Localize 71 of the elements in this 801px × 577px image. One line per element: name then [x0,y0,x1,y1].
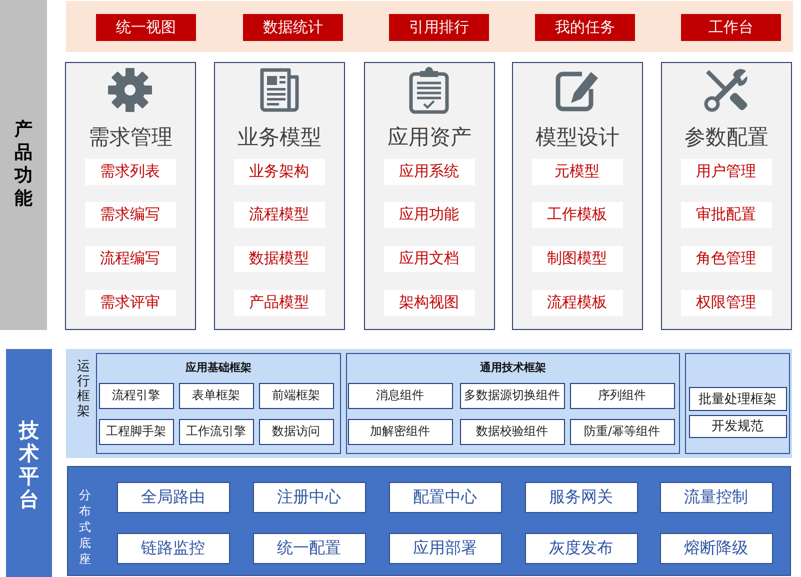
service-box: 链路监控 [116,532,230,564]
component-box: 数据校验组件 [460,418,564,444]
menu-button: 我的任务 [535,14,635,41]
feature-box: 需求评审 [84,290,176,316]
component-box: 防重/幂等组件 [570,418,674,444]
feature-box: 数据模型 [234,246,324,272]
service-box: 灰度发布 [524,532,638,564]
feature-box: 元模型 [532,158,622,184]
category-band: 技术平台 [6,349,52,577]
component-box: 消息组件 [348,382,452,408]
module-panel [512,62,643,330]
service-box: 熔断降级 [660,532,772,564]
component-box: 序列组件 [570,382,674,408]
feature-box: 应用文档 [384,246,474,272]
menu-band [66,1,793,52]
panel-label: 运行框架 [77,359,90,419]
panel-label: 分布式底座 [79,487,91,567]
feature-box: 用户管理 [680,158,772,184]
feature-box: 流程模型 [234,202,324,228]
feature-box: 应用系统 [384,158,474,184]
base-panel [67,466,791,576]
framework-box [685,353,790,454]
module-title: 参数配置 [684,124,770,151]
feature-box: 流程模板 [532,290,622,316]
module-panel [65,62,196,330]
component-box: 工程脚手架 [98,418,174,444]
framework-box [346,353,680,454]
feature-box: 权限管理 [680,290,772,316]
menu-button: 引用排行 [389,14,489,41]
framework-box [96,353,341,454]
menu-button: 统一视图 [96,14,196,41]
module-panel [214,62,345,330]
module-panel [364,62,495,330]
feature-box: 需求编写 [84,202,176,228]
feature-box: 业务架构 [234,158,324,184]
feature-box: 应用功能 [384,202,474,228]
module-title: 模型设计 [534,124,620,151]
module-title: 需求管理 [88,124,174,151]
framework-title: 通用技术框架 [479,360,547,375]
component-box: 批量处理框架 [688,386,786,410]
component-box: 表单框架 [178,382,254,408]
framework-title: 应用基础框架 [184,360,252,375]
feature-box: 审批配置 [680,202,772,228]
component-box: 流程引擎 [98,382,174,408]
feature-box: 需求列表 [84,158,176,184]
component-box: 开发规范 [688,414,786,438]
category-band: 产品功能 [0,0,47,330]
module-title: 应用资产 [386,124,472,151]
component-box: 数据访问 [258,418,334,444]
feature-box: 流程编写 [84,246,176,272]
module-panel [661,62,792,330]
feature-box: 角色管理 [680,246,772,272]
component-box: 前端框架 [258,382,334,408]
service-box: 配置中心 [388,482,502,512]
component-box: 加解密组件 [348,418,452,444]
service-box: 统一配置 [252,532,366,564]
service-box: 流量控制 [660,482,772,512]
component-box: 工作流引擎 [178,418,254,444]
service-box: 全局路由 [116,482,230,512]
service-box: 应用部署 [388,532,502,564]
component-box: 多数据源切换组件 [460,382,564,408]
feature-box: 制图模型 [532,246,622,272]
menu-button: 工作台 [681,14,781,41]
feature-box: 工作模板 [532,202,622,228]
feature-box: 架构视图 [384,290,474,316]
framework-panel [66,349,792,458]
feature-box: 产品模型 [234,290,324,316]
menu-button: 数据统计 [243,14,343,41]
service-box: 注册中心 [252,482,366,512]
module-title: 业务模型 [236,124,322,151]
service-box: 服务网关 [524,482,638,512]
